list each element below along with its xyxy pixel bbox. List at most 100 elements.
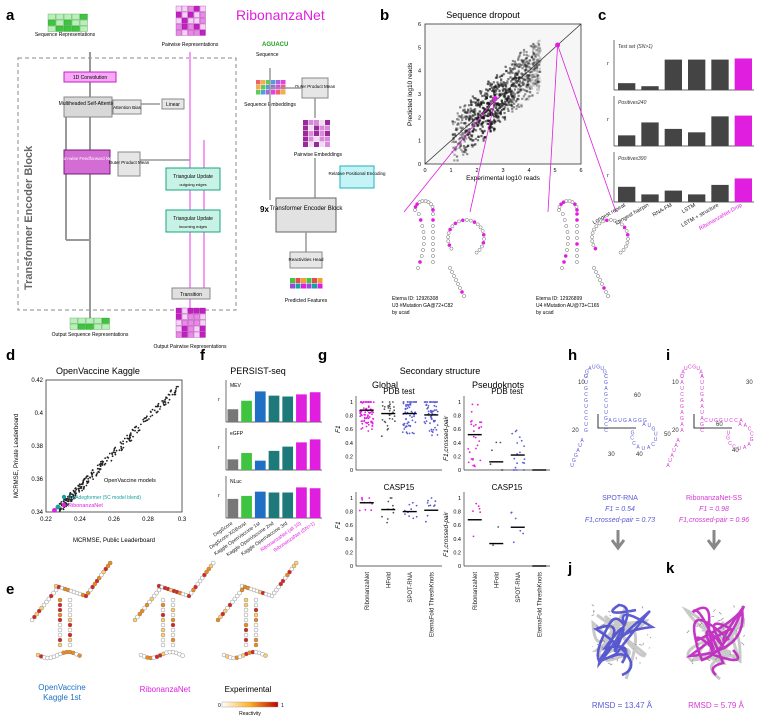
- b-density-cell: [533, 52, 536, 56]
- b-density-cell: [459, 142, 462, 145]
- g-point: [372, 401, 375, 404]
- rna-base: C: [728, 441, 732, 447]
- b-density-cell: [484, 120, 487, 123]
- g-subtitle: CASP15: [492, 483, 523, 492]
- g-point: [403, 422, 406, 425]
- i-f1cp: F1,crossed-pair = 0.96: [679, 517, 749, 524]
- b-density-cell: [455, 127, 458, 130]
- b-xtick: 0: [423, 168, 426, 174]
- b-density-cell: [528, 86, 531, 90]
- b-density-cell: [462, 109, 465, 112]
- d-point: [126, 434, 128, 437]
- b-density-cell: [531, 75, 534, 79]
- g-point: [436, 424, 439, 426]
- b-density-cell: [489, 130, 492, 133]
- g-point: [519, 451, 521, 454]
- base-stick: [722, 634, 726, 636]
- d-point: [123, 437, 126, 440]
- rna-base: C: [651, 442, 655, 448]
- b-density-cell: [537, 54, 540, 57]
- g-point: [394, 420, 396, 423]
- b-density-cell: [507, 71, 510, 74]
- b-density-cell: [468, 116, 471, 119]
- b-density-cell: [506, 80, 509, 83]
- g-point: [522, 532, 524, 535]
- e-nucleotide: [67, 612, 73, 618]
- g-point: [386, 424, 389, 427]
- a-pair-rep-label: Pairwise Representations: [162, 42, 219, 48]
- b-density-cell: [509, 69, 512, 72]
- b-density-cell: [518, 54, 521, 57]
- base-stick: [730, 619, 733, 621]
- f-subtitle: eGFP: [230, 431, 244, 437]
- rna-base: U: [604, 410, 608, 416]
- base-stick: [591, 614, 595, 617]
- panel-letter-g: g: [318, 347, 327, 364]
- e-nucleotide: [291, 563, 297, 569]
- base-stick: [647, 634, 649, 636]
- b-density-cell: [533, 79, 536, 82]
- d-ytick: 0.42: [31, 378, 43, 384]
- b-density-cell: [478, 110, 481, 113]
- f-ylabel: r: [218, 493, 220, 499]
- b-density-cell: [529, 66, 533, 70]
- base-stick: [732, 656, 734, 658]
- b-density-cell: [525, 64, 528, 67]
- f-bar: [268, 395, 280, 422]
- base-stick: [720, 617, 724, 621]
- d-xtick: 0.26: [108, 517, 120, 523]
- b-density-cell: [538, 84, 541, 87]
- d-point: [136, 431, 139, 434]
- encoder-block-frame: [17, 57, 237, 311]
- g-point: [428, 430, 431, 432]
- base-stick: [626, 648, 628, 652]
- b-density-cell: [534, 78, 537, 81]
- c-bar: [641, 122, 659, 146]
- g-point: [410, 508, 413, 511]
- g-point: [425, 520, 427, 523]
- b-nucleotide: [625, 232, 630, 237]
- panel-c: Test set (SN>1)rPositives240rPositives39…: [592, 40, 754, 232]
- b-density-cell: [464, 137, 468, 140]
- b-density-cell: [474, 101, 477, 104]
- b-density-cell: [506, 82, 509, 85]
- b-density-cell: [524, 69, 527, 72]
- g-point: [406, 422, 409, 425]
- base-stick: [601, 646, 604, 649]
- opm-box: [117, 151, 141, 177]
- rna-base: C: [688, 364, 692, 370]
- b-density-cell: [524, 68, 527, 72]
- g-ylabel: F1: [335, 521, 342, 529]
- b-nucleotide: [594, 270, 598, 274]
- b-nucleotide: [560, 212, 565, 216]
- rna-base: A: [588, 366, 592, 372]
- d-point: [74, 490, 77, 492]
- base-stick: [717, 619, 721, 622]
- b-density-cell: [533, 66, 537, 69]
- b-ytick: 0: [418, 162, 421, 168]
- g-point: [433, 404, 436, 407]
- f-bar: [227, 498, 239, 518]
- panel-letter-e: e: [6, 581, 14, 598]
- b-density-cell: [513, 72, 517, 76]
- e-nucleotide: [57, 632, 63, 638]
- f-bar: [282, 446, 294, 470]
- b-nucleotide: [446, 239, 451, 244]
- e-nucleotide: [160, 642, 166, 648]
- d-xtick: 0.3: [178, 517, 187, 523]
- b-density-cell: [527, 84, 530, 87]
- b-density-cell: [533, 61, 536, 64]
- out-seq-cell: [93, 323, 102, 330]
- d-point: [171, 393, 174, 396]
- pair-grid-cell: [193, 5, 200, 12]
- out-pair-cell: [193, 331, 200, 338]
- b-density-cell: [488, 109, 491, 113]
- g-point: [389, 403, 391, 405]
- b-density-cell: [518, 52, 522, 55]
- b-nucleotide: [431, 236, 435, 240]
- b-density-cell: [466, 111, 469, 115]
- b-density-cell: [527, 61, 530, 64]
- rna-base: G: [585, 370, 589, 376]
- b-density-cell: [518, 77, 521, 80]
